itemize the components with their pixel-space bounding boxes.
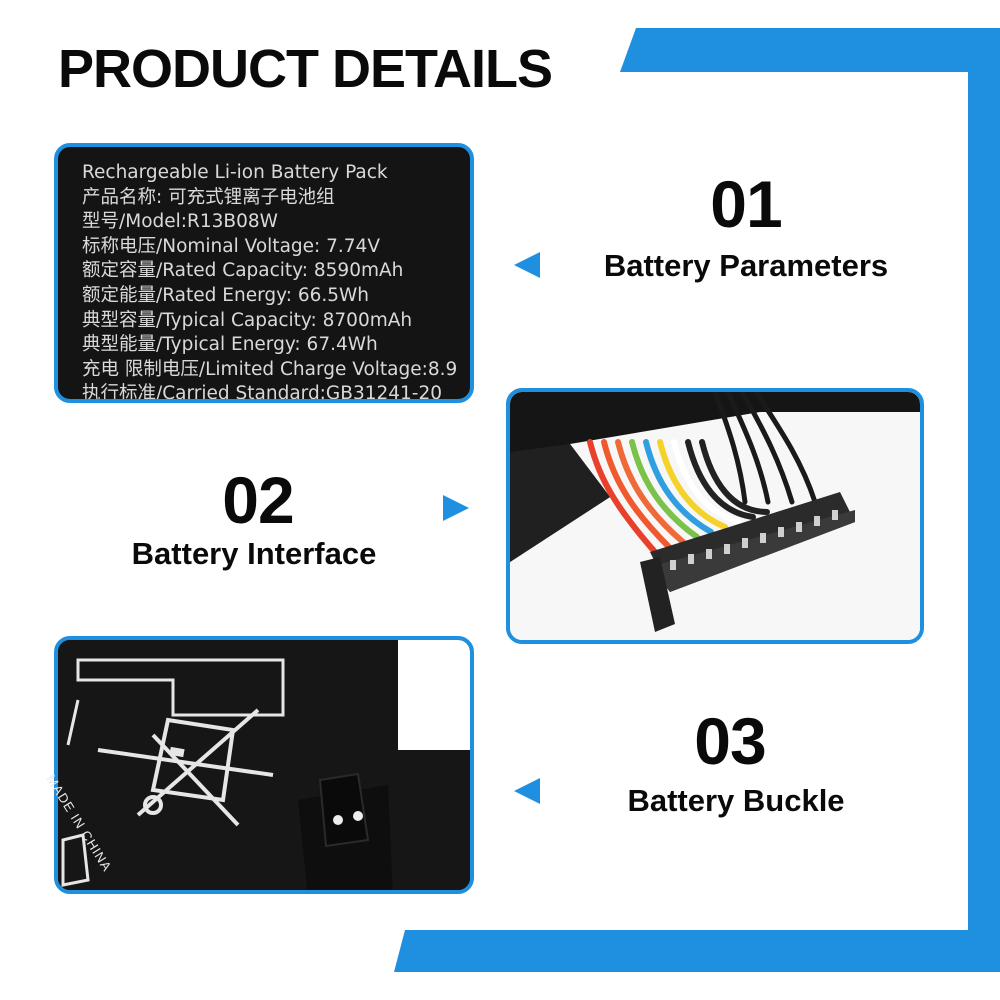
label-line: 执行标准/Carried Standard:GB31241-20 — [82, 383, 443, 403]
cable-wire — [629, 439, 700, 540]
triangle-left-icon — [514, 252, 540, 278]
label-line: 型号/Model:R13B08W — [82, 211, 278, 233]
connector-cable-icon — [510, 392, 920, 640]
feature-caption-02: Battery Interface — [131, 536, 377, 571]
battery-label-photo: Rechargeable Li-ion Battery Pack 产品名称: 可… — [54, 143, 474, 403]
cable-wire — [615, 439, 686, 545]
triangle-right-icon — [443, 495, 469, 521]
cable-wire — [699, 439, 770, 515]
cable-wire — [671, 439, 742, 525]
feature-caption-01: Battery Parameters — [603, 248, 889, 283]
cable-wire — [587, 439, 658, 555]
feature-number-01: 01 — [710, 167, 782, 241]
cable-wire — [657, 439, 728, 530]
feature-number-02: 02 — [222, 463, 294, 537]
label-line: 额定容量/Rated Capacity: 8590mAh — [82, 260, 404, 282]
label-line: 产品名称: 可充式锂离子电池组 — [82, 186, 335, 208]
page-title: PRODUCT DETAILS — [58, 39, 553, 99]
label-line: 额定能量/Rated Energy: 66.5Wh — [82, 284, 370, 306]
feature-number-03: 03 — [694, 704, 766, 778]
label-line: 标称电压/Nominal Voltage: 7.74V — [82, 235, 380, 257]
battery-label-text: Rechargeable Li-ion Battery Pack 产品名称: 可… — [82, 161, 470, 403]
cable-wire — [685, 439, 756, 520]
triangle-left-icon — [514, 778, 540, 804]
label-line: Rechargeable Li-ion Battery Pack — [82, 162, 388, 183]
label-line: 典型容量/Typical Capacity: 8700mAh — [82, 309, 413, 331]
feature-caption-03: Battery Buckle — [627, 783, 845, 818]
crossed-bin-icon — [58, 640, 470, 890]
battery-interface-photo — [506, 388, 924, 644]
label-line: 典型能量/Typical Energy: 67.4Wh — [82, 334, 378, 356]
cable-wire — [601, 439, 672, 550]
label-line: 充电 限制电压/Limited Charge Voltage:8.9 — [82, 358, 458, 380]
battery-buckle-photo — [54, 636, 474, 894]
cable-wire — [643, 439, 714, 535]
